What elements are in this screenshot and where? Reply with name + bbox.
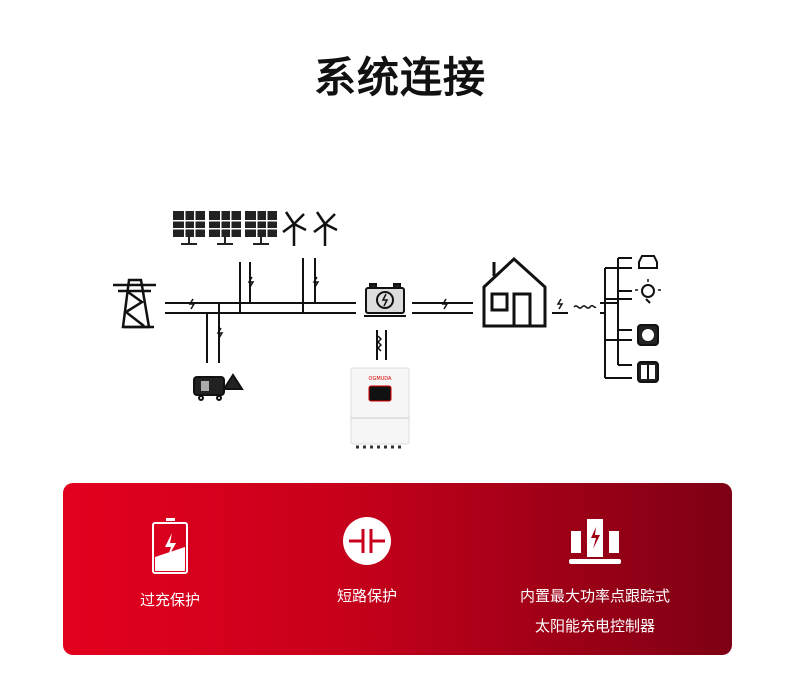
feature-label: 内置最大功率点跟踪式 bbox=[519, 587, 670, 605]
car-icon bbox=[638, 255, 658, 269]
page-title: 系统连接 bbox=[313, 53, 486, 102]
power-grid-tower-icon bbox=[113, 278, 156, 329]
battery-charge-icon bbox=[152, 518, 188, 574]
feature-card: 过充保护 短路保护 内置最大功率点跟踪式 太阳能充电控制器 bbox=[63, 483, 732, 655]
wind-turbine-icon bbox=[313, 211, 338, 246]
solar-panel-icon bbox=[173, 211, 205, 237]
feature-short-circuit: 短路保护 bbox=[247, 483, 487, 611]
socket-icon bbox=[637, 324, 659, 346]
short-circuit-icon bbox=[343, 517, 391, 565]
lightning-marks bbox=[188, 276, 449, 352]
switch-icon bbox=[637, 361, 659, 383]
system-connection-diagram: OGMUDA bbox=[113, 211, 661, 449]
generator-icon bbox=[193, 373, 244, 401]
feature-mppt: 内置最大功率点跟踪式 太阳能充电控制器 bbox=[475, 483, 715, 641]
house-icon bbox=[482, 256, 547, 328]
inverter-icon: OGMUDA bbox=[350, 367, 410, 449]
solar-panel-icon bbox=[209, 211, 241, 237]
charge-controller-icon bbox=[364, 283, 406, 317]
solar-panels bbox=[173, 211, 277, 245]
feature-overcharge: 过充保护 bbox=[50, 483, 290, 615]
feature-label: 过充保护 bbox=[139, 591, 200, 609]
main-bus-lines bbox=[165, 258, 473, 363]
mppt-controller-icon bbox=[569, 519, 621, 564]
svg-text:OGMUDA: OGMUDA bbox=[369, 376, 393, 382]
solar-panel-icon bbox=[245, 211, 277, 237]
feature-label: 短路保护 bbox=[336, 587, 397, 605]
light-bulb-icon bbox=[635, 279, 661, 304]
load-distribution-lines bbox=[552, 257, 632, 379]
wind-turbines bbox=[282, 211, 338, 246]
feature-label: 太阳能充电控制器 bbox=[534, 617, 655, 635]
wind-turbine-icon bbox=[282, 211, 307, 246]
